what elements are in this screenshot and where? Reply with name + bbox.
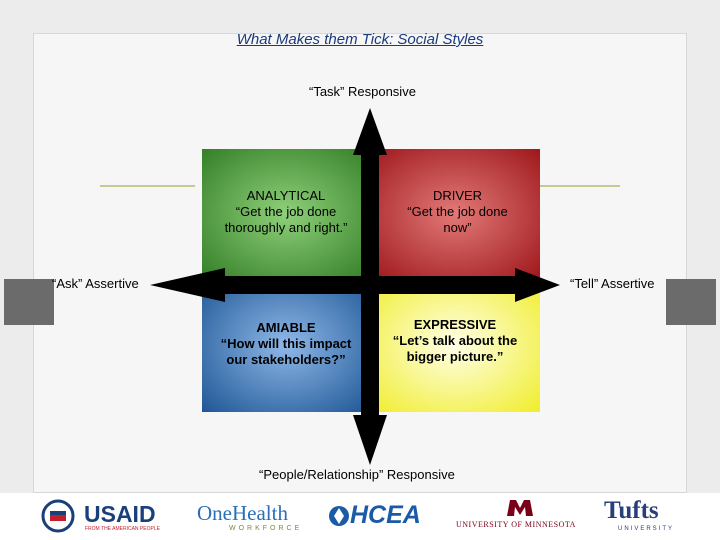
horizontal-double-arrow <box>150 268 560 302</box>
usaid-wordmark: USAID <box>84 501 156 527</box>
left-edge-tab <box>4 279 54 325</box>
axis-label-right: “Tell” Assertive <box>570 276 655 291</box>
hcea-logo: HCEA <box>328 501 438 533</box>
tufts-logo: Tufts UNIVERSITY <box>604 497 684 533</box>
quadrant-expressive <box>370 278 540 412</box>
expressive-line2: bigger picture.” <box>406 349 504 364</box>
divider-left <box>100 185 195 187</box>
quadrant-driver <box>370 149 540 278</box>
logo-bar: USAID FROM THE AMERICAN PEOPLE OneHealth… <box>0 493 720 540</box>
quadrant-amiable <box>202 278 370 412</box>
amiable-line2: our stakeholders?” <box>226 352 346 367</box>
amiable-line1: “How will this impact <box>220 336 352 351</box>
right-edge-tab <box>666 279 716 325</box>
amiable-text: AMIABLE “How will this impact our stakeh… <box>212 320 360 368</box>
driver-line2: now” <box>443 220 472 235</box>
driver-name: DRIVER <box>432 188 483 203</box>
analytical-name: ANALYTICAL <box>246 188 326 203</box>
analytical-line2: thoroughly and right.” <box>224 220 348 235</box>
expressive-text: EXPRESSIVE “Let’s talk about the bigger … <box>380 317 530 365</box>
expressive-line1: “Let’s talk about the <box>392 333 518 348</box>
axis-label-left: “Ask” Assertive <box>52 276 139 291</box>
onehealth-logo: OneHealth WORKFORCE <box>197 501 309 533</box>
driver-line1: “Get the job done <box>407 204 508 219</box>
usaid-logo: USAID FROM THE AMERICAN PEOPLE <box>40 499 180 533</box>
quadrant-analytical <box>202 149 370 278</box>
slide-title: What Makes them Tick: Social Styles <box>236 31 484 48</box>
hcea-emblem-icon <box>329 506 349 526</box>
hcea-wordmark: HCEA <box>350 501 421 529</box>
expressive-name: EXPRESSIVE <box>413 317 497 332</box>
tufts-wordmark: Tufts <box>604 497 659 524</box>
analytical-text: ANALYTICAL “Get the job done thoroughly … <box>205 188 367 236</box>
onehealth-wordmark: OneHealth <box>197 501 288 525</box>
umn-logo: UNIVERSITY OF MINNESOTA <box>456 500 586 533</box>
umn-wordmark: UNIVERSITY OF MINNESOTA <box>456 520 576 529</box>
divider-right <box>540 185 620 187</box>
umn-m-icon <box>507 500 533 516</box>
amiable-name: AMIABLE <box>256 320 316 335</box>
usaid-tagline: FROM THE AMERICAN PEOPLE <box>85 526 160 532</box>
axis-label-bottom: “People/Relationship” Responsive <box>259 467 455 482</box>
usaid-seal-icon <box>41 499 75 533</box>
tufts-tagline: UNIVERSITY <box>618 526 675 532</box>
axis-label-top: “Task” Responsive <box>309 84 416 99</box>
onehealth-tagline: WORKFORCE <box>229 525 303 532</box>
driver-text: DRIVER “Get the job done now” <box>390 188 525 236</box>
analytical-line1: “Get the job done <box>235 204 337 219</box>
vertical-double-arrow <box>353 108 387 465</box>
